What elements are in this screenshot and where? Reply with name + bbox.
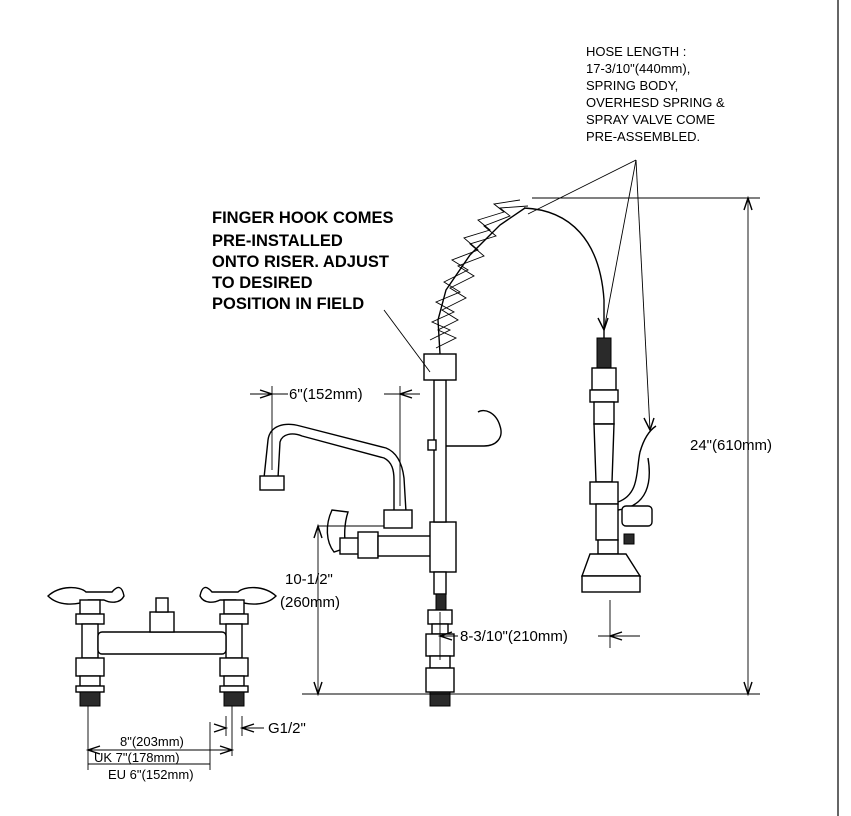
- svg-text:POSITION IN FIELD: POSITION IN FIELD: [212, 295, 364, 313]
- dimension-lines: [85, 195, 760, 770]
- finger-hook: [446, 409, 502, 447]
- faucet-height-metric-label: (260mm): [280, 594, 340, 611]
- swing-spout: [263, 423, 407, 513]
- leader-lines: [383, 159, 655, 432]
- deck-mount-mixing-faucet: [46, 586, 278, 707]
- center-spacing-eu-label: EU 6"(152mm): [108, 767, 194, 782]
- spray-valve: [581, 337, 657, 593]
- svg-text:SPRAY VALVE COME: SPRAY VALVE COME: [586, 112, 715, 127]
- svg-text:ONTO RISER. ADJUST: ONTO RISER. ADJUST: [212, 253, 389, 271]
- overall-height-label: 24"(610mm): [690, 437, 772, 454]
- faucet-height-label: 10-1/2": [285, 571, 333, 588]
- svg-text:PRE-ASSEMBLED.: PRE-ASSEMBLED.: [586, 129, 700, 144]
- riser-offset-label: 8-3/10"(210mm): [460, 628, 568, 645]
- svg-text:FINGER HOOK COMES: FINGER HOOK COMES: [212, 209, 394, 227]
- left-lever-handle: [46, 586, 125, 605]
- svg-text:PRE-INSTALLED: PRE-INSTALLED: [212, 232, 343, 250]
- overhead-spring: [423, 199, 605, 381]
- svg-text:SPRING BODY,: SPRING BODY,: [586, 78, 678, 93]
- right-lever-handle: [199, 586, 278, 605]
- pre-rinse-hose: [523, 207, 605, 340]
- riser-faucet-assembly: [259, 379, 502, 707]
- spray-trigger: [617, 425, 657, 511]
- svg-text:OVERHESD SPRING &: OVERHESD SPRING &: [586, 95, 725, 110]
- svg-text:TO DESIRED: TO DESIRED: [212, 274, 313, 292]
- svg-text:17-3/10"(440mm),: 17-3/10"(440mm),: [586, 61, 690, 76]
- svg-text:HOSE LENGTH :: HOSE LENGTH :: [586, 44, 686, 59]
- spout-reach-label: 6"(152mm): [289, 386, 363, 403]
- finger-hook-note: FINGER HOOK COMES PRE-INSTALLED ONTO RIS…: [212, 209, 394, 313]
- center-spacing-label: 8"(203mm): [120, 734, 184, 749]
- center-spacing-uk-label: UK 7"(178mm): [94, 750, 180, 765]
- hose-length-note: HOSE LENGTH : 17-3/10"(440mm), SPRING BO…: [586, 44, 725, 144]
- thread-size-label: G1/2": [268, 720, 306, 737]
